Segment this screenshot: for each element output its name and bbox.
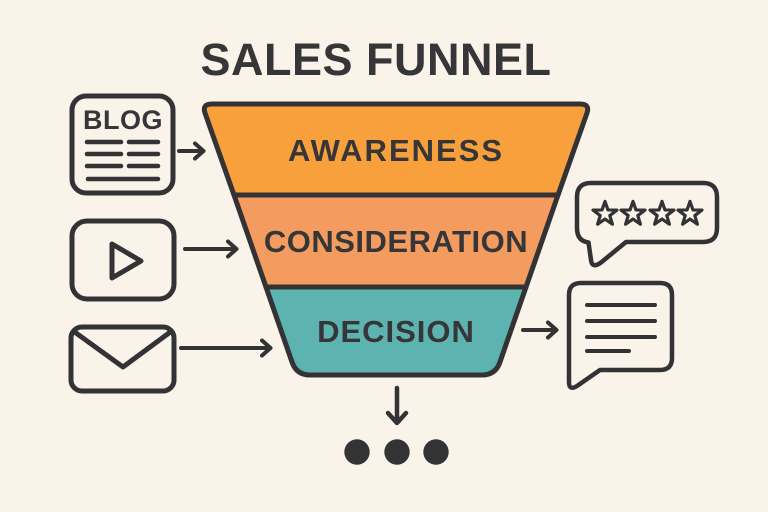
- star-icon: [676, 199, 704, 226]
- arrow-video-to-consideration: [183, 239, 239, 259]
- arrow-funnel-output: [385, 385, 409, 426]
- rating-stars-bubble-icon: [574, 180, 720, 268]
- customer-dots-icon: [344, 439, 449, 465]
- star-icon: [619, 199, 647, 226]
- email-envelope-icon: [68, 324, 177, 394]
- arrow-decision-to-testimonial: [521, 320, 559, 340]
- arrow-blog-to-awareness: [177, 141, 206, 161]
- funnel-stage-decision: [263, 284, 529, 378]
- stage-label-awareness: AWARENESS: [288, 133, 504, 168]
- testimonial-bubble-icon: [566, 280, 675, 391]
- arrow-email-to-decision: [179, 338, 273, 358]
- stage-label-decision: DECISION: [317, 314, 475, 349]
- blog-icon-label: BLOG: [83, 105, 163, 135]
- page-title: SALES FUNNEL: [200, 34, 551, 85]
- star-icon: [591, 199, 619, 226]
- video-play-icon: [69, 218, 177, 302]
- blog-document-icon: [69, 93, 176, 196]
- star-icon: [648, 199, 676, 226]
- stage-label-consideration: CONSIDERATION: [264, 224, 528, 259]
